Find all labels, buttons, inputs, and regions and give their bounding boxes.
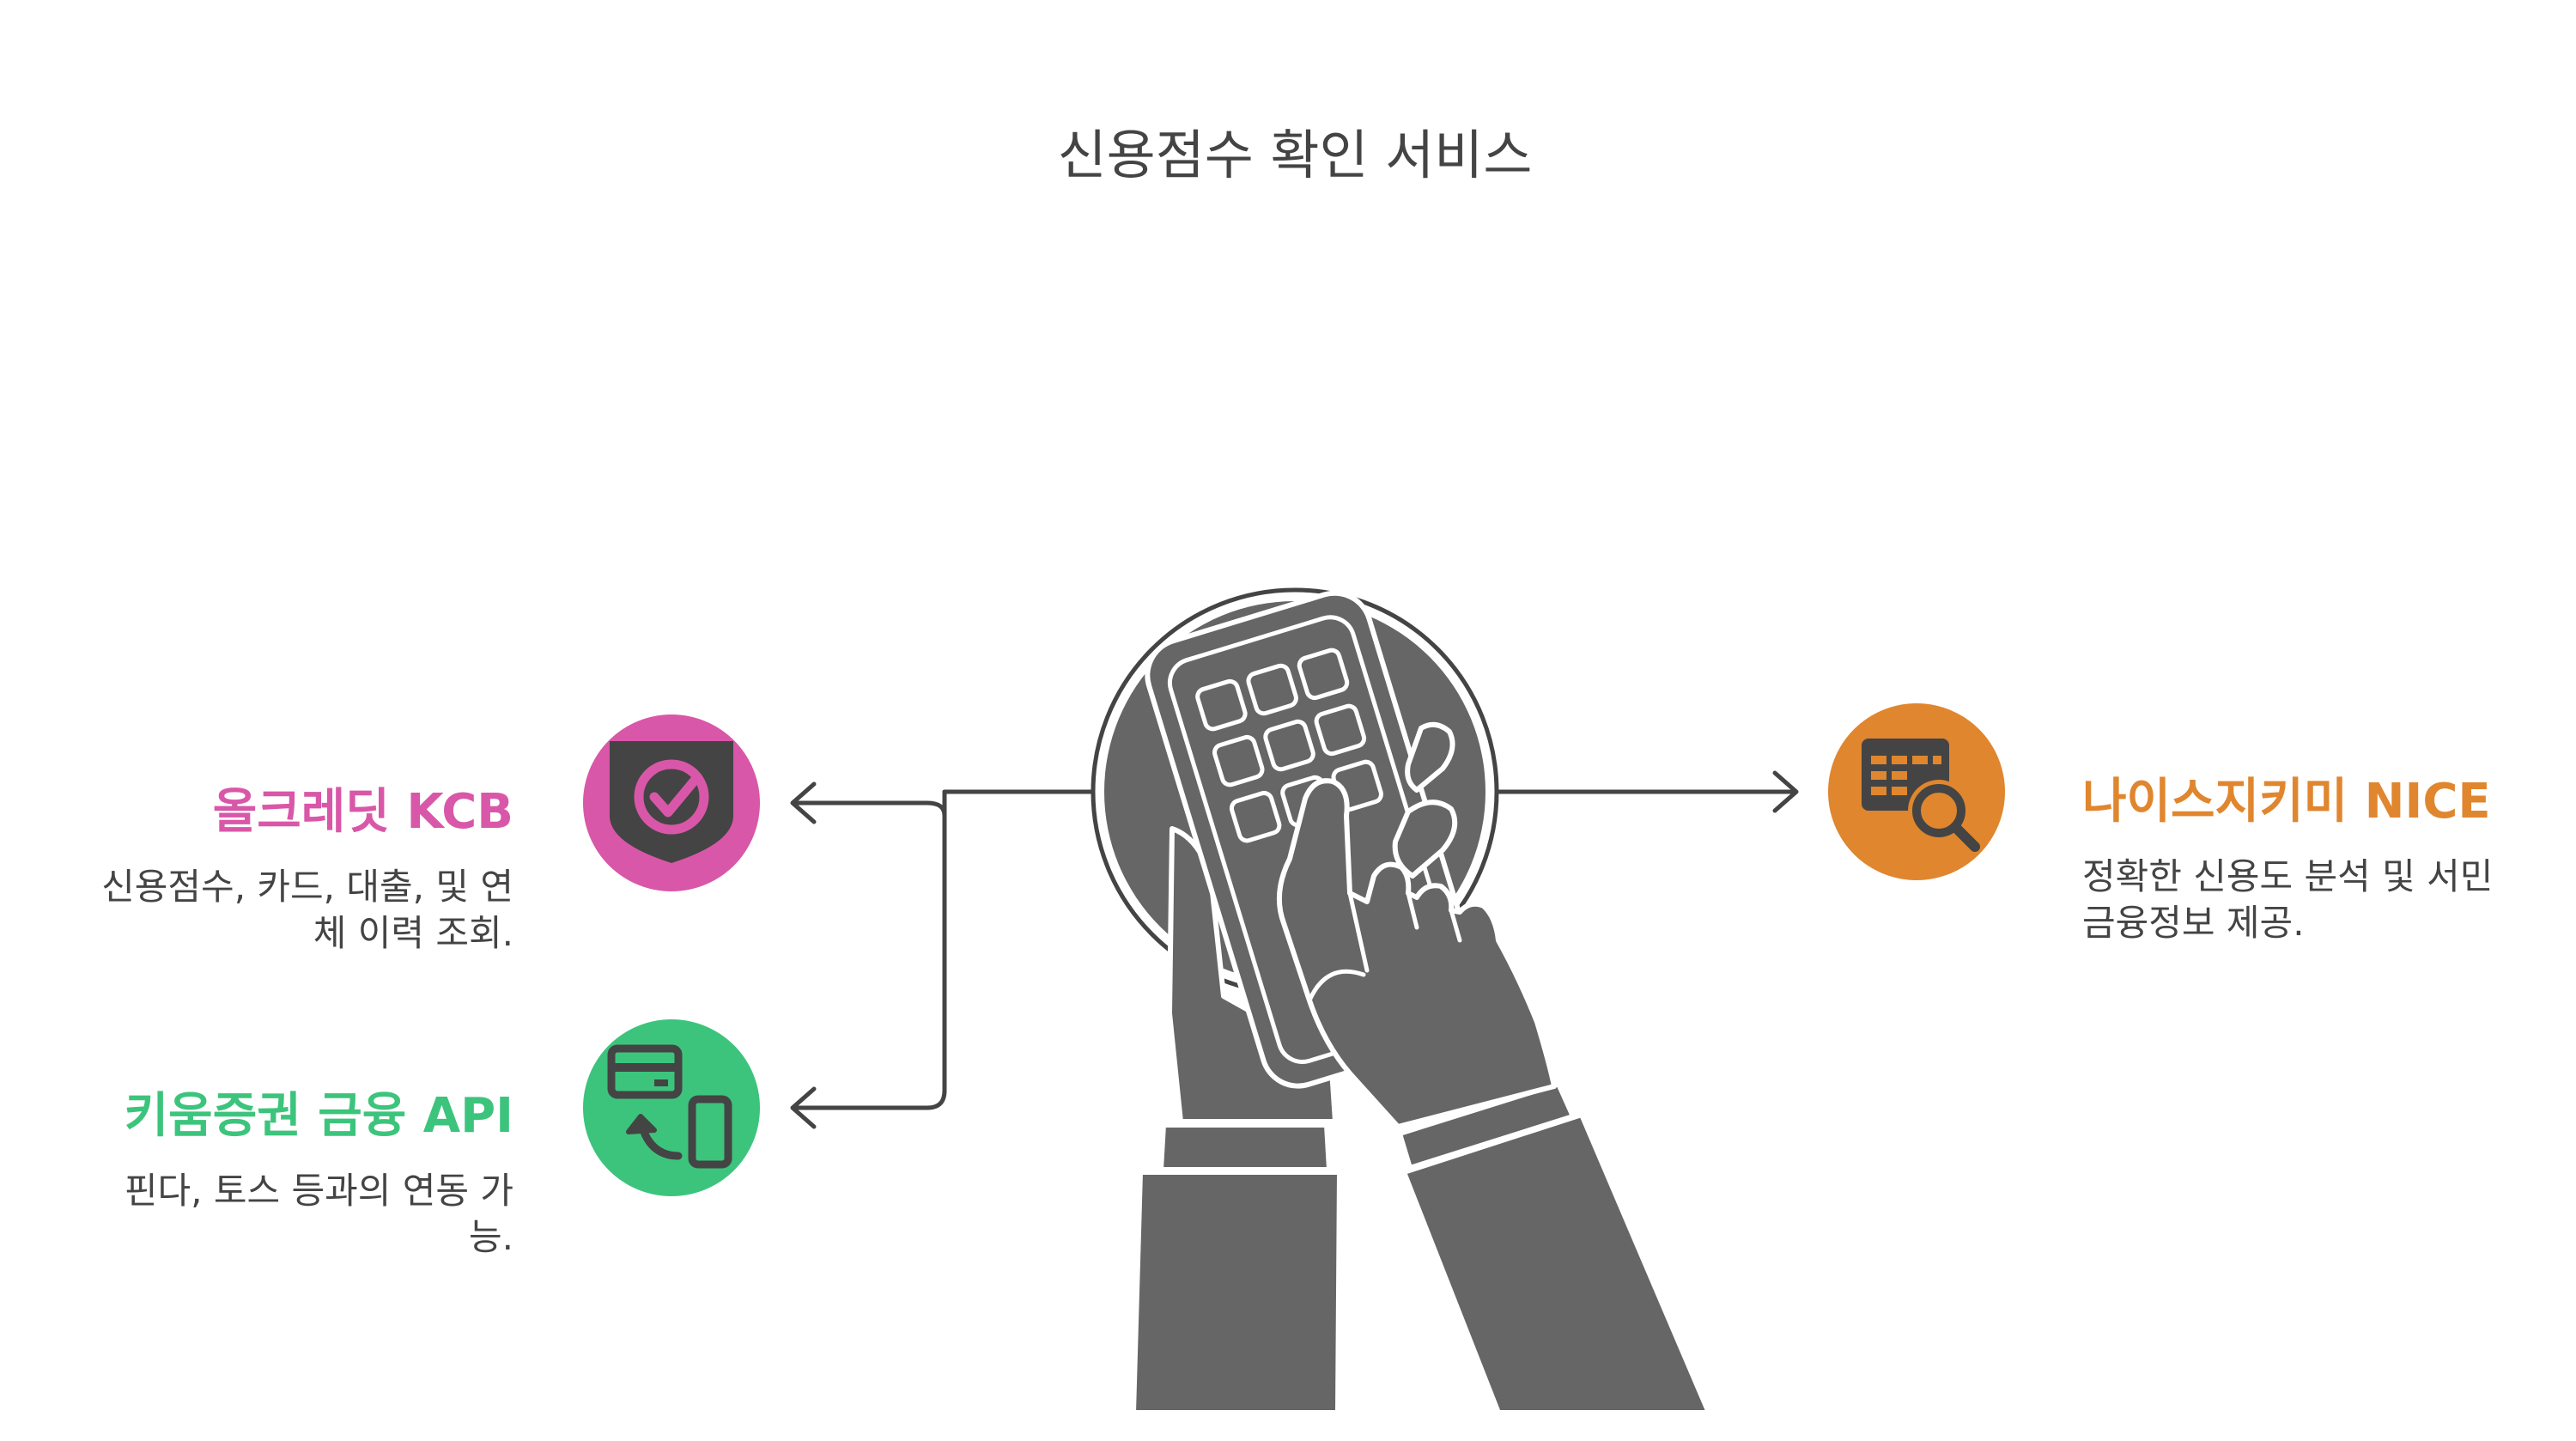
hand-keypad-icon — [1091, 587, 1711, 1415]
right-hand-lines — [1307, 891, 1462, 1003]
left-cuff — [1158, 1122, 1332, 1172]
kcb-heading: 올크레딧 KCB — [212, 784, 513, 840]
arrow-head-kiwoom — [790, 1086, 817, 1129]
connector-branch — [792, 789, 947, 1110]
arrow-head-right — [1772, 770, 1799, 813]
nice-node — [1828, 703, 2005, 880]
left-sleeve — [1131, 1170, 1342, 1415]
card-to-phone-icon — [607, 1044, 732, 1169]
nice-heading: 나이스지키미 NICE — [2082, 774, 2491, 830]
kiwoom-description: 핀다, 토스 등과의 연동 가능. — [124, 1170, 513, 1258]
connectors — [790, 770, 1799, 1129]
kcb-node — [583, 714, 760, 891]
kcb-description: 신용점수, 카드, 대출, 및 연체 이력 조회. — [101, 866, 513, 954]
kiwoom-node — [583, 1019, 760, 1196]
kiwoom-heading: 키움증권 금융 API — [124, 1088, 513, 1144]
right-thumb — [1405, 721, 1455, 793]
arrow-head-kcb — [790, 781, 817, 824]
page-title: 신용점수 확인 서비스 — [1057, 124, 1533, 186]
shield-check-icon — [610, 741, 733, 863]
right-sleeve — [1401, 1112, 1711, 1415]
table-search-icon — [1862, 739, 1980, 852]
right-finger-top — [1392, 800, 1458, 879]
connector-to-kcb — [792, 800, 947, 818]
nice-description: 정확한 신용도 분석 및 서민금융정보 제공. — [2082, 855, 2494, 944]
